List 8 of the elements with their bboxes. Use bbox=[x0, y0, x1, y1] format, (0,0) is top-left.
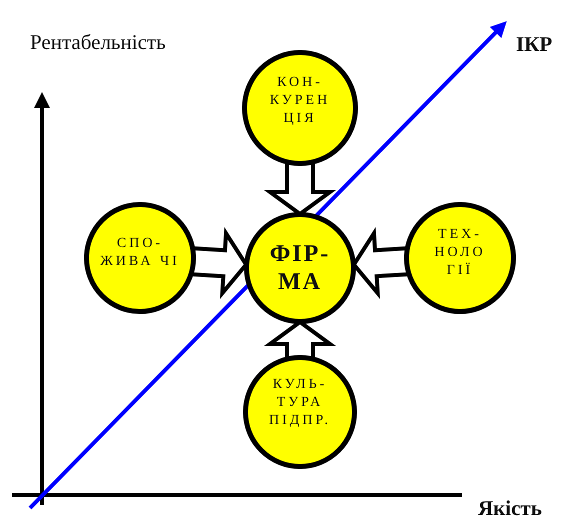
axis-label: ІКР bbox=[516, 32, 552, 57]
node-text: КУЛЬ- ТУРА ПІДПР. bbox=[268, 376, 332, 430]
node-text: ТЕХ- НОЛО ГІЇ bbox=[433, 226, 487, 280]
axis-label: Якість bbox=[478, 496, 542, 521]
node-text: ФІР- МА bbox=[268, 240, 332, 296]
axis-label: Рентабельність bbox=[30, 30, 166, 55]
node-text: КОН- КУРЕН ЦІЯ bbox=[268, 74, 332, 128]
node-text: СПО- ЖИВА ЧІ bbox=[99, 235, 181, 271]
